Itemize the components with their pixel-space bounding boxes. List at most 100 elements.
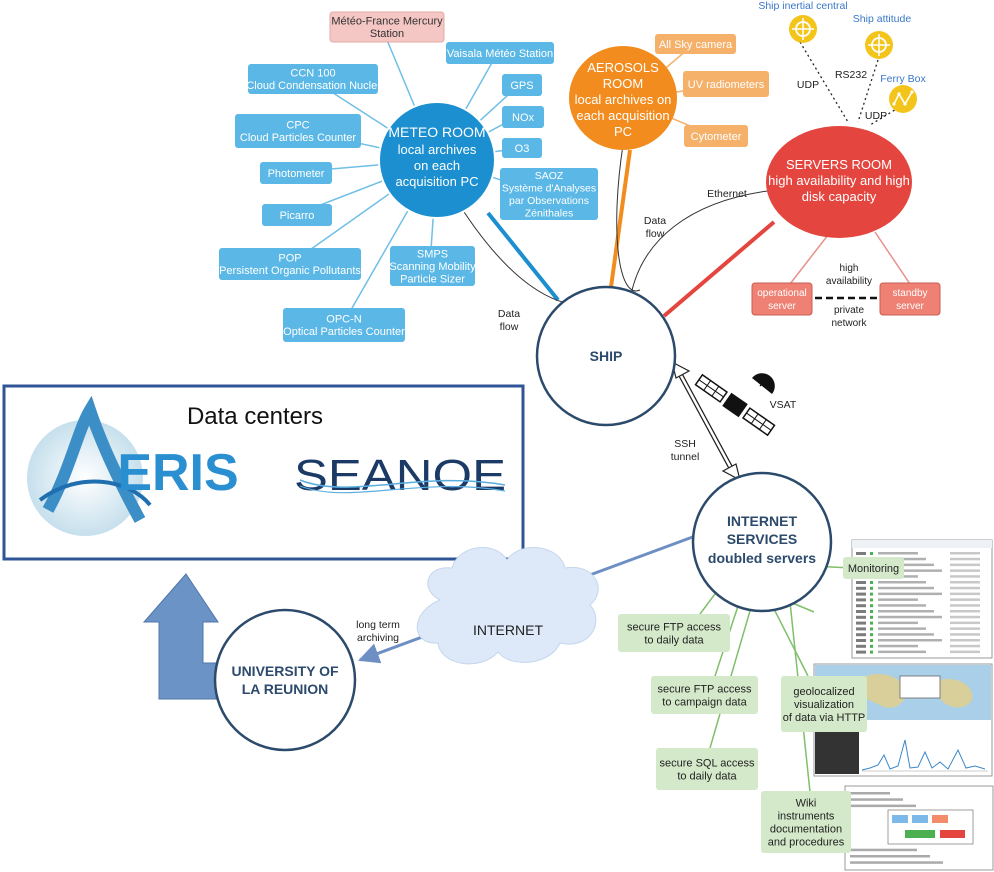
box-uvrad-line-1: UV radiometers	[688, 79, 765, 91]
box-monitoring-line-1: Monitoring	[848, 563, 899, 575]
ethernet-curve	[629, 187, 776, 301]
meteo-room-line-3: acquisition PC	[395, 174, 478, 189]
aerosols-room: AEROSOLS ROOM local archives on each acq…	[569, 46, 677, 150]
data-centers-panel: Data centers ERIS SEANOE	[2, 384, 525, 561]
operational-line-2: server	[768, 301, 796, 312]
standby-line-2: server	[896, 301, 924, 312]
map-screenshot	[813, 663, 993, 777]
standby-line-1: standby	[892, 288, 927, 299]
high-availability-1: high	[840, 263, 859, 274]
box-monitoring: Monitoring	[843, 557, 904, 579]
meteo-room-line-1: local archives	[398, 142, 477, 157]
data-flow-mid-1: Data	[644, 215, 666, 227]
servers-standby-link	[874, 231, 911, 285]
servers-line-2: high availability and high	[768, 173, 910, 188]
box-geoloc-line-1: geolocalized	[793, 686, 854, 698]
box-saoz-line-2: Système d'Analyses	[502, 182, 596, 194]
inertial-label: Ship inertial central	[758, 0, 847, 12]
wiki-screenshot	[844, 785, 994, 871]
box-cyto: Cytometer	[684, 125, 748, 147]
box-ftp_campaign-line-2: to campaign data	[662, 696, 747, 708]
box-cpc-line-1: CPC	[286, 120, 309, 132]
long-term-2: archiving	[357, 632, 399, 644]
box-cyto-line-1: Cytometer	[691, 131, 742, 143]
box-picarro: Picarro	[262, 204, 332, 226]
seanoe-logo: SEANOE	[294, 451, 506, 500]
box-mercury-line-1: Météo-France Mercury	[331, 16, 443, 28]
ship-label: SHIP	[590, 348, 623, 364]
university: UNIVERSITY OF LA REUNION	[213, 608, 357, 752]
servers-operational-link	[789, 234, 829, 285]
box-gps: GPS	[502, 74, 542, 96]
data-flow-left-2: flow	[500, 321, 519, 333]
servers-line-1: SERVERS ROOM	[786, 157, 892, 172]
upload-arrow	[142, 573, 219, 700]
box-wiki-line-2: instruments	[778, 810, 835, 822]
data-flow-mid-2: flow	[646, 228, 665, 240]
university-line-2: LA REUNION	[242, 681, 329, 697]
box-photometer-line-1: Photometer	[268, 168, 325, 180]
internet-services: INTERNET SERVICES doubled servers	[691, 471, 833, 613]
box-pop-line-2: Persistent Organic Pollutants	[219, 265, 361, 277]
box-ftp_daily-line-2: to daily data	[644, 634, 704, 646]
operational-server: operational server	[751, 282, 813, 316]
box-wiki-line-3: documentation	[770, 823, 842, 835]
graph-icon	[889, 85, 917, 113]
ssh-label-1: SSH	[674, 438, 696, 450]
meteo-room-title: METEO ROOM	[388, 124, 485, 140]
ssh-tunnel	[671, 360, 741, 482]
aeris-text: ERIS	[117, 444, 238, 502]
box-geoloc-line-2: visualization	[794, 699, 854, 711]
box-ccn-line-1: CCN 100	[290, 68, 335, 80]
private-network-2: network	[831, 318, 867, 329]
internet-cloud: INTERNET	[416, 547, 599, 665]
aerosols-ship-link	[609, 149, 632, 288]
ethernet-label: Ethernet	[707, 188, 747, 200]
box-wiki-line-4: and procedures	[768, 836, 845, 848]
box-geoloc-line-3: of data via HTTP	[783, 712, 866, 724]
box-opcn-line-1: OPC-N	[326, 314, 362, 326]
aerosols-title: AEROSOLS	[587, 60, 659, 75]
servers-ship-link	[662, 220, 776, 318]
satellite-icon	[694, 373, 776, 437]
udp-label-1: UDP	[797, 79, 819, 91]
box-ftp_campaign-line-1: secure FTP access	[658, 683, 752, 695]
box-vaisala-line-1: Vaisala Météo Station	[447, 48, 553, 60]
ship: SHIP	[535, 285, 677, 427]
udp-label-2: UDP	[865, 110, 887, 122]
vsat-label: VSAT	[770, 399, 797, 411]
box-saoz-line-3: par Observations	[509, 195, 589, 207]
data-centers-title: Data centers	[187, 403, 323, 430]
box-ccn-line-2: Cloud Condensation Nuclei	[246, 80, 379, 92]
box-cpc-line-2: Cloud Particles Counter	[240, 132, 357, 144]
services-line-1: INTERNET	[727, 513, 797, 529]
meteo-room-line-2: on each	[414, 158, 460, 173]
box-gps-line-1: GPS	[510, 80, 533, 92]
attitude-label: Ship attitude	[853, 13, 912, 25]
box-saoz-line-1: SAOZ	[535, 170, 564, 182]
box-o3-line-1: O3	[515, 143, 530, 155]
box-smps-line-1: SMPS	[417, 248, 448, 260]
box-photometer: Photometer	[260, 162, 332, 184]
operational-line-1: operational	[757, 288, 806, 299]
servers-room: SERVERS ROOM high availability and high …	[766, 126, 912, 238]
box-vaisala: Vaisala Météo Station	[446, 42, 554, 64]
dish-icon	[752, 373, 775, 394]
target-icon	[789, 15, 817, 43]
aerosols-line-2: local archives on	[575, 92, 672, 107]
box-saoz-line-4: Zénithales	[525, 207, 573, 219]
long-term-1: long term	[356, 619, 400, 631]
